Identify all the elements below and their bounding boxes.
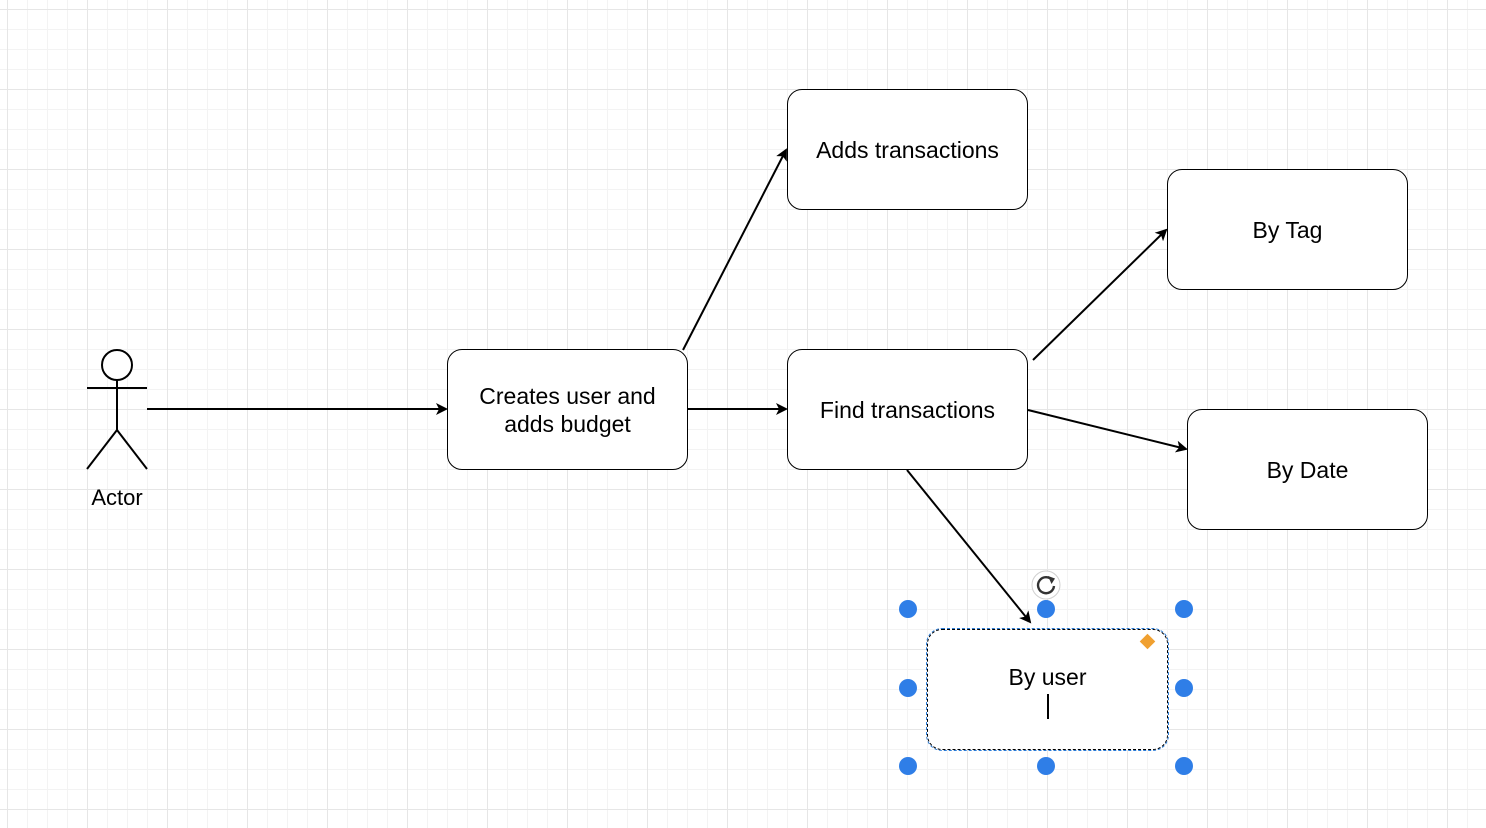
node-adds-transactions-label: Adds transactions xyxy=(816,136,999,163)
resize-handle-right[interactable] xyxy=(1175,679,1193,697)
node-by-user[interactable]: By user xyxy=(926,628,1169,751)
edge-find-to-user[interactable] xyxy=(906,469,1032,624)
edge-find-to-tag[interactable] xyxy=(1032,228,1168,361)
resize-handle-top[interactable] xyxy=(1037,600,1055,618)
actor-figure[interactable] xyxy=(86,349,148,470)
resize-handle-bottom-left[interactable] xyxy=(899,757,917,775)
resize-handle-top-right[interactable] xyxy=(1175,600,1193,618)
edge-create-to-adds[interactable] xyxy=(682,148,787,351)
actor-label[interactable]: Actor xyxy=(91,485,143,510)
node-by-tag-label: By Tag xyxy=(1252,216,1323,243)
node-find-transactions[interactable]: Find transactions xyxy=(787,349,1028,470)
resize-handle-bottom[interactable] xyxy=(1037,757,1055,775)
node-by-date-label: By Date xyxy=(1266,456,1349,483)
edge-find-to-date[interactable] xyxy=(1027,409,1188,453)
resize-handle-top-left[interactable] xyxy=(899,600,917,618)
rotate-icon[interactable] xyxy=(1031,570,1061,600)
node-by-date[interactable]: By Date xyxy=(1187,409,1428,530)
node-creates-user[interactable]: Creates user and adds budget xyxy=(447,349,688,470)
resize-handle-bottom-right[interactable] xyxy=(1175,757,1193,775)
node-creates-user-label: Creates user and adds budget xyxy=(479,382,656,437)
node-by-user-label[interactable]: By user xyxy=(1008,664,1087,690)
text-caret xyxy=(1047,694,1049,719)
node-by-tag[interactable]: By Tag xyxy=(1167,169,1408,290)
resize-handle-left[interactable] xyxy=(899,679,917,697)
node-adds-transactions[interactable]: Adds transactions xyxy=(787,89,1028,210)
node-find-transactions-label: Find transactions xyxy=(819,396,996,423)
